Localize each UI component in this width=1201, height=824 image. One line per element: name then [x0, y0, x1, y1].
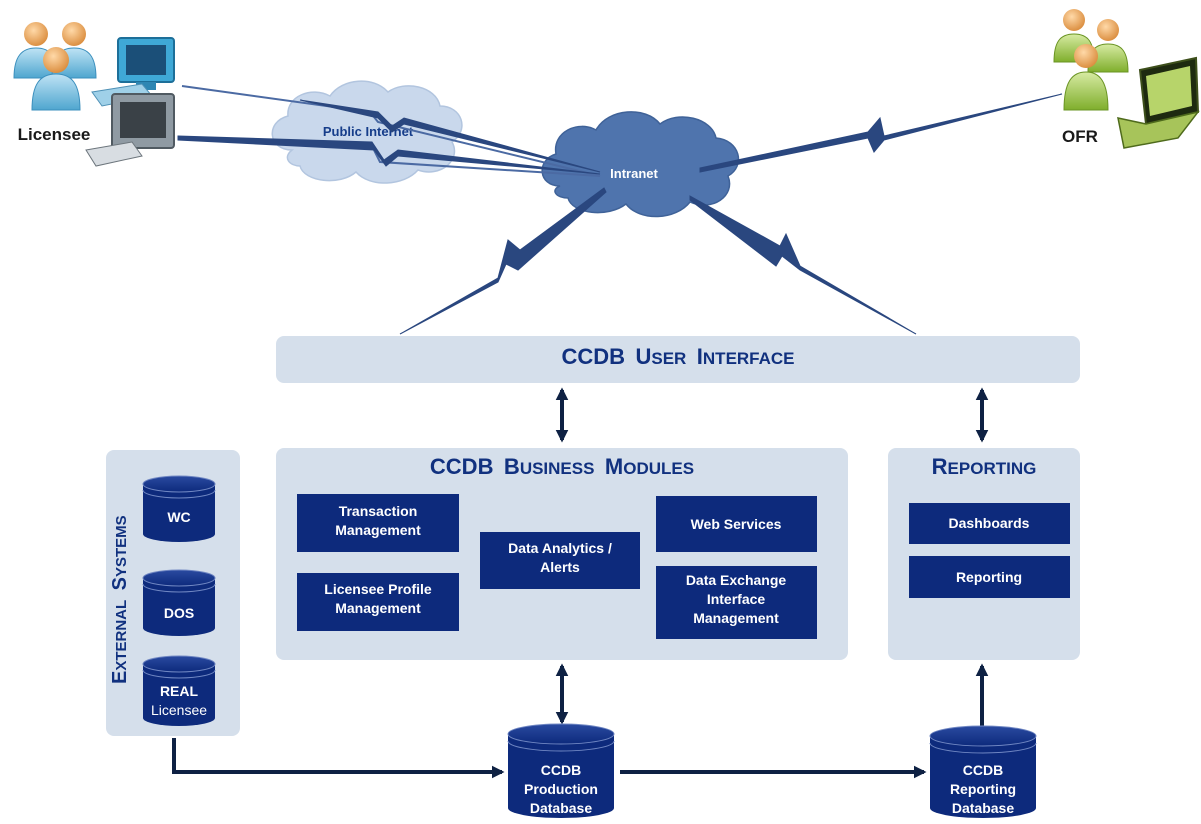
svg-text:Data Exchange: Data Exchange: [686, 572, 787, 588]
svg-text:Management: Management: [693, 610, 779, 626]
ofr-users-icon: [1053, 9, 1129, 111]
network-links: [177, 85, 1063, 335]
ccdb-reporting-database-icon: CCDB Reporting Database: [929, 725, 1037, 818]
svg-text:Management: Management: [335, 522, 421, 538]
external-to-production-arrow: [172, 738, 505, 779]
svg-text:Transaction: Transaction: [339, 503, 418, 519]
svg-text:Database: Database: [952, 800, 1014, 816]
business-modules-title: CCDB BUSINESS MODULES: [430, 454, 694, 479]
wc-database-icon: WC: [142, 475, 216, 542]
real-licensee-database-icon: REAL Licensee: [142, 655, 216, 726]
desktop-computer-icon: [85, 37, 175, 167]
svg-text:Interface: Interface: [707, 591, 766, 607]
svg-text:Management: Management: [335, 600, 421, 616]
svg-text:DOS: DOS: [164, 605, 194, 621]
svg-text:Licensee: Licensee: [151, 702, 207, 718]
dashboards-module: Dashboards: [909, 503, 1070, 544]
ccdb-user-interface-bar: CCDB USER INTERFACE: [276, 336, 1080, 383]
intranet-cloud: Intranet: [541, 111, 740, 218]
ui-bar-title: CCDB USER INTERFACE: [561, 344, 794, 369]
svg-text:Reporting: Reporting: [950, 781, 1016, 797]
laptop-icon: [1117, 56, 1200, 149]
svg-text:WC: WC: [167, 509, 190, 525]
public-internet-cloud: Public Internet: [271, 80, 463, 184]
connector-arrows: [172, 387, 989, 779]
data-analytics-alerts-module: Data Analytics / Alerts: [480, 532, 640, 589]
external-systems-panel: EXTERNAL SYSTEMS WC DOS REAL Licensee: [106, 450, 240, 736]
data-exchange-interface-module: Data Exchange Interface Management: [656, 566, 817, 639]
web-services-module: Web Services: [656, 496, 817, 552]
svg-text:Production: Production: [524, 781, 598, 797]
svg-text:Licensee Profile: Licensee Profile: [324, 581, 432, 597]
svg-text:Alerts: Alerts: [540, 559, 580, 575]
svg-text:Data Analytics /: Data Analytics /: [508, 540, 612, 556]
svg-text:CCDB: CCDB: [963, 762, 1003, 778]
reporting-title: REPORTING: [932, 454, 1037, 479]
reporting-panel: REPORTING Dashboards Reporting: [888, 448, 1080, 660]
licensee-users-icon: [13, 22, 97, 111]
svg-text:Reporting: Reporting: [956, 569, 1022, 585]
svg-text:REAL: REAL: [160, 683, 199, 699]
dos-database-icon: DOS: [142, 569, 216, 636]
business-modules-panel: CCDB BUSINESS MODULES Transaction Manage…: [276, 448, 848, 660]
reporting-module: Reporting: [909, 556, 1070, 598]
svg-text:CCDB: CCDB: [541, 762, 581, 778]
ccdb-production-database-icon: CCDB Production Database: [507, 723, 615, 818]
svg-text:Database: Database: [530, 800, 592, 816]
licensee-profile-management-module: Licensee Profile Management: [297, 573, 459, 631]
svg-text:Dashboards: Dashboards: [949, 515, 1030, 531]
transaction-management-module: Transaction Management: [297, 494, 459, 552]
ofr-label: OFR: [1062, 127, 1098, 146]
licensee-label: Licensee: [18, 125, 91, 144]
svg-text:Web Services: Web Services: [691, 516, 782, 532]
intranet-label: Intranet: [610, 166, 658, 181]
external-systems-title: EXTERNAL SYSTEMS: [109, 515, 131, 684]
